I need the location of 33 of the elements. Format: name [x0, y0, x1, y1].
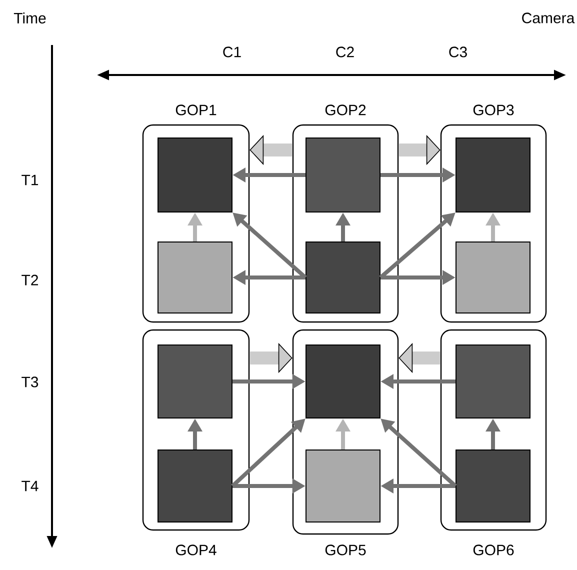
- axis-label: Camera: [522, 12, 575, 24]
- node-label: GOP5: [325, 544, 366, 556]
- frame-square: [456, 450, 530, 522]
- frame-square: [158, 242, 232, 314]
- group-box: GOP3: [440, 104, 547, 323]
- group-box: GOP5: [292, 329, 399, 556]
- frame-square: [306, 242, 380, 314]
- header-label: T3: [22, 376, 38, 388]
- group-box: GOP2: [292, 104, 399, 323]
- node-label: GOP1: [176, 104, 216, 116]
- frame-square: [158, 138, 232, 212]
- group-box: GOP6: [440, 329, 547, 556]
- frame-square: [456, 242, 530, 314]
- node-label: GOP3: [473, 104, 514, 116]
- frame-square: [456, 138, 530, 212]
- header-label: T4: [22, 480, 38, 492]
- group-box: GOP4: [142, 329, 250, 556]
- frame-square: [456, 344, 530, 418]
- header-label: T1: [22, 174, 38, 186]
- header-label: C1: [223, 46, 241, 58]
- header-label: C2: [336, 46, 354, 58]
- frame-square: [158, 450, 232, 522]
- frame-square: [158, 344, 232, 418]
- axis-label: Time: [14, 12, 46, 24]
- header-label: T2: [22, 274, 38, 286]
- frame-square: [306, 138, 380, 212]
- frame-square: [306, 450, 380, 522]
- group-box: GOP1: [142, 104, 250, 323]
- header-label: C3: [449, 46, 467, 58]
- node-label: GOP6: [473, 544, 514, 556]
- node-label: GOP4: [176, 544, 216, 556]
- frame-square: [306, 344, 380, 418]
- node-label: GOP2: [325, 104, 366, 116]
